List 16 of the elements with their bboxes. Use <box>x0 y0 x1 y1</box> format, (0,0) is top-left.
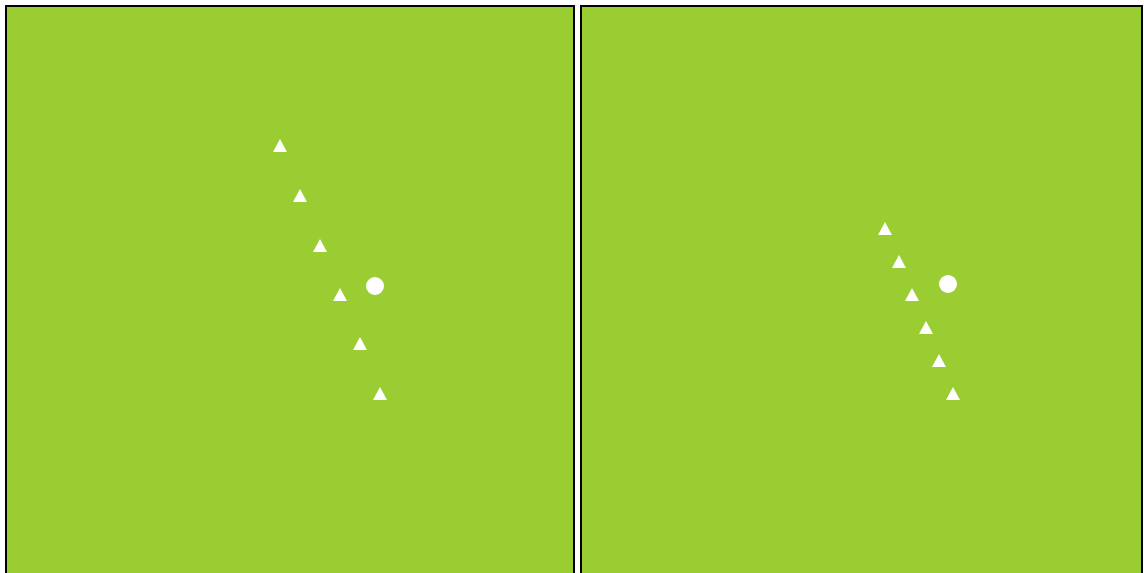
triangle-marker <box>273 138 287 152</box>
circle-marker <box>939 275 957 293</box>
triangle-marker <box>892 254 906 268</box>
triangle-marker <box>946 386 960 400</box>
circle-marker <box>366 277 384 295</box>
triangle-marker <box>293 188 307 202</box>
triangle-marker <box>373 386 387 400</box>
panel <box>580 5 1143 573</box>
triangle-marker <box>353 336 367 350</box>
triangle-marker <box>313 238 327 252</box>
triangle-marker <box>878 221 892 235</box>
triangle-marker <box>932 353 946 367</box>
triangle-marker <box>333 287 347 301</box>
panel <box>5 5 575 573</box>
triangle-marker <box>905 287 919 301</box>
triangle-marker <box>919 320 933 334</box>
